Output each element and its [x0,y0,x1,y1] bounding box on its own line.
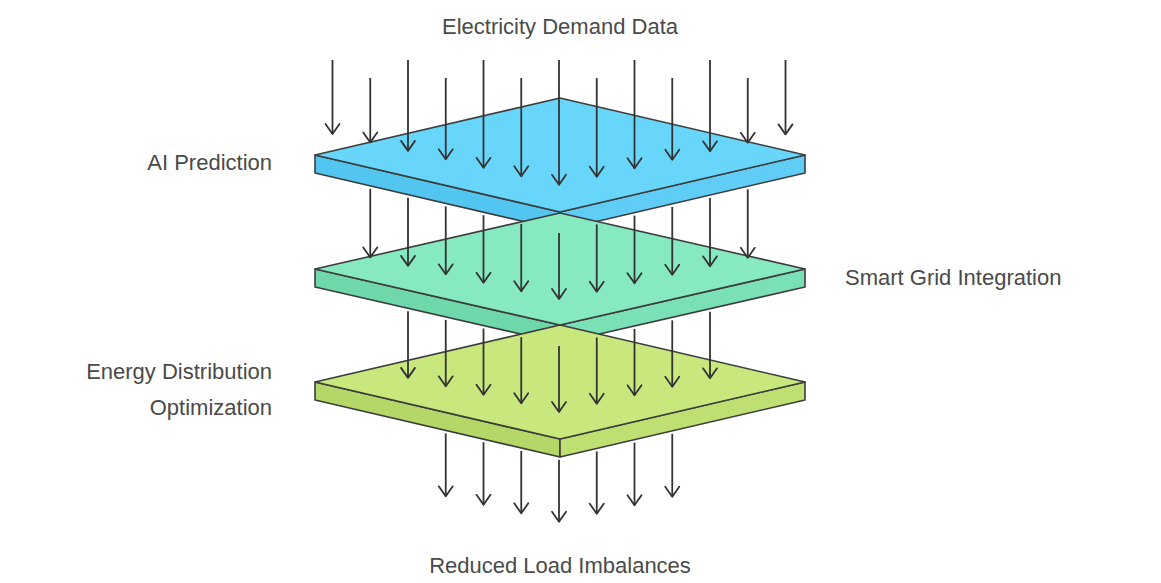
flow-arrow [590,338,604,404]
output-arrow [552,460,566,522]
input-arrow [401,60,415,151]
input-arrow [665,78,679,160]
output-arrow [514,451,528,513]
flow-arrow [514,337,528,403]
layer-label: Energy Distribution Optimization [32,354,272,426]
flow-arrow [703,312,717,379]
input-arrow [741,78,755,143]
output-arrow [439,433,453,496]
flow-arrow [665,207,679,275]
flow-arrow [439,320,453,386]
input-arrow [514,78,528,176]
flow-arrow [439,206,453,274]
plate-outline [313,96,807,232]
flow-connector [552,233,566,299]
flow-arrow [665,320,679,386]
flow-arrow [628,216,642,284]
layer-label: AI Prediction [12,145,272,181]
plate-top-face [315,325,805,439]
flow-arrow [514,224,528,291]
flow-arrow [477,215,491,283]
flow-arrow [590,224,604,291]
input-arrow [628,60,642,168]
input-arrow [590,78,604,177]
flow-arrow [477,329,491,395]
input-arrow [703,60,717,151]
flow-arrow [401,311,415,378]
output-arrow [590,451,604,513]
flow-connector [552,346,566,412]
flow-arrow [363,189,377,258]
input-arrow [477,60,491,168]
flow-arrow [703,198,717,266]
input-arrow [779,60,793,134]
output-arrow [628,443,642,506]
flow-arrow [628,329,642,395]
output-arrow [665,434,679,497]
input-arrow [439,78,453,159]
plate-top-face [315,213,805,325]
input-arrow [363,78,377,142]
output-arrow [477,442,491,505]
input-arrow [552,60,566,185]
flow-label: Reduced Load Imbalances [429,548,691,583]
plate-top-face [315,98,805,212]
plate-outline [313,323,807,459]
input-arrow [326,60,340,134]
layer-label: Smart Grid Integration [845,260,1145,296]
flow-arrow [401,198,415,266]
flow-arrow [741,189,755,258]
layer-plate: Energy Distribution Optimization [313,323,807,459]
flow-label: Electricity Demand Data [442,9,678,45]
layer-plate: AI Prediction [313,96,807,232]
